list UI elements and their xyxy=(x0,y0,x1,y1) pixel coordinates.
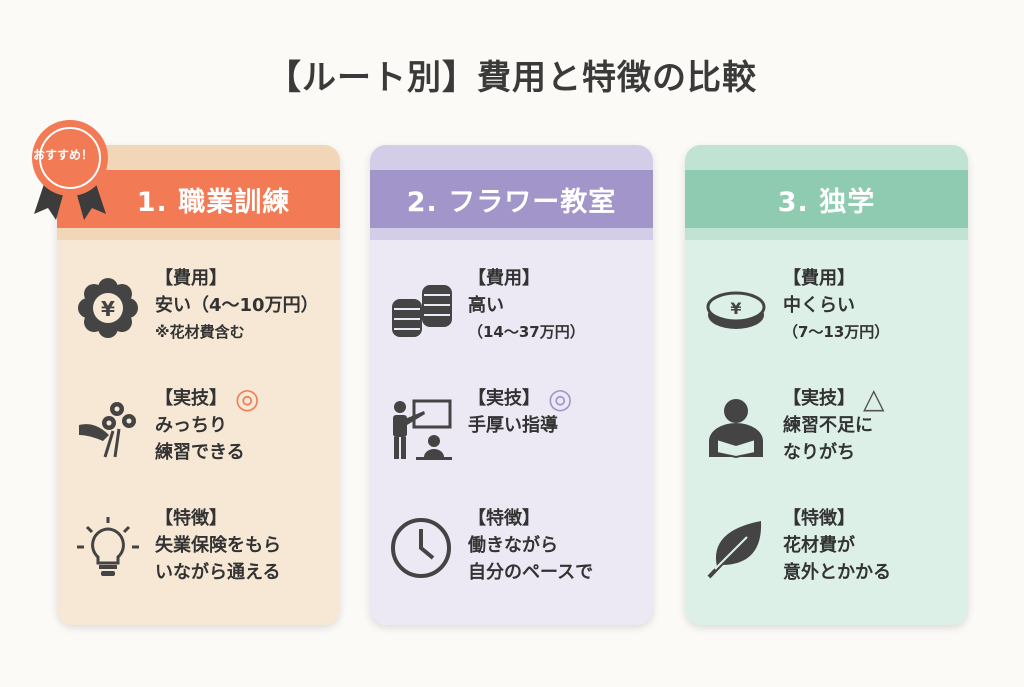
reader-icon xyxy=(709,399,763,459)
triangle-mark: △ xyxy=(863,382,885,415)
item-line: なりがち xyxy=(783,442,855,463)
item-label: 【特徴】 xyxy=(155,508,227,529)
item-line: 意外とかかる xyxy=(783,562,891,583)
item-line: いながら通える xyxy=(155,562,281,583)
item-line: 自分のペースで xyxy=(468,562,594,583)
card-self-study: 3. 独学 ¥ 【費用】中くらい（7〜13万円） 【実技】△練習不足になりがち … xyxy=(685,145,968,625)
item-line: 練習できる xyxy=(155,442,245,463)
coins-stack-icon xyxy=(392,285,452,337)
cost-item: ¥ 【費用】中くらい （7〜13万円） xyxy=(685,265,968,375)
page-title: 【ルート別】費用と特徴の比較 xyxy=(267,58,757,98)
leaf-icon xyxy=(707,521,762,579)
yen-flower-icon: ¥ xyxy=(78,278,138,338)
recommended-badge-text: おすすめ！ xyxy=(32,148,93,162)
card-vocational-training: 1. 職業訓練 ¥ 【費用】安い（4〜10万円） ※花材費含む 【実技】 ◎ みっちり… xyxy=(57,145,340,625)
item-line: 中くらい xyxy=(783,295,855,316)
item-line: 練習不足に xyxy=(783,415,873,436)
item-label: 【特徴】 xyxy=(783,508,855,529)
teacher-icon xyxy=(393,399,452,460)
item-note: （14〜37万円） xyxy=(468,323,585,341)
feature-item: 【特徴】働きながら自分のペースで xyxy=(370,505,653,615)
card-title: 1. 職業訓練 xyxy=(57,170,340,228)
svg-text:¥: ¥ xyxy=(730,299,741,318)
practice-item: 【実技】 ◎ みっちり練習できる xyxy=(57,385,340,495)
card-header: 2. フラワー教室 xyxy=(370,145,653,240)
item-label: 【実技】 xyxy=(155,388,227,409)
feature-item: 【特徴】花材費が意外とかかる xyxy=(685,505,968,615)
practice-item: 【実技】 △練習不足になりがち xyxy=(685,385,968,495)
cost-item: ¥ 【費用】安い（4〜10万円） ※花材費含む xyxy=(57,265,340,375)
item-line: 高い xyxy=(468,295,504,316)
item-label: 【費用】 xyxy=(783,268,855,289)
card-title: 3. 独学 xyxy=(685,170,968,228)
item-line: 手厚い指導 xyxy=(468,415,558,436)
item-label: 【特徴】 xyxy=(468,508,540,529)
item-label: 【実技】 xyxy=(468,388,540,409)
item-line: 失業保険をもら xyxy=(155,535,281,556)
practice-item: 【実技】 ◎手厚い指導 xyxy=(370,385,653,495)
recommended-badge-icon xyxy=(32,120,108,220)
item-line: 花材費が xyxy=(783,535,855,556)
item-label: 【実技】 xyxy=(783,388,855,409)
item-note: ※花材費含む xyxy=(155,323,245,341)
double-circle-mark: ◎ xyxy=(235,382,260,415)
item-label: 【費用】 xyxy=(155,268,227,289)
clock-icon xyxy=(391,518,451,578)
item-line: みっちり xyxy=(155,415,227,436)
lightbulb-icon xyxy=(77,517,139,576)
yen-coin-icon: ¥ xyxy=(706,291,766,329)
card-flower-school: 2. フラワー教室 【費用】高い （14〜37万円） 【実技】 ◎手厚い指導 【特徴… xyxy=(370,145,653,625)
feature-item: 【特徴】失業保険をもらいながら通える xyxy=(57,505,340,615)
double-circle-mark: ◎ xyxy=(548,382,573,415)
item-line: 安い（4〜10万円） xyxy=(155,295,319,316)
item-label: 【費用】 xyxy=(468,268,540,289)
item-line: 働きながら xyxy=(468,535,558,556)
item-note: （7〜13万円） xyxy=(783,323,890,341)
bouquet-icon xyxy=(79,402,136,458)
card-header: 3. 独学 xyxy=(685,145,968,240)
cost-item: 【費用】高い （14〜37万円） xyxy=(370,265,653,375)
svg-text:¥: ¥ xyxy=(101,297,115,321)
card-title: 2. フラワー教室 xyxy=(370,170,653,228)
